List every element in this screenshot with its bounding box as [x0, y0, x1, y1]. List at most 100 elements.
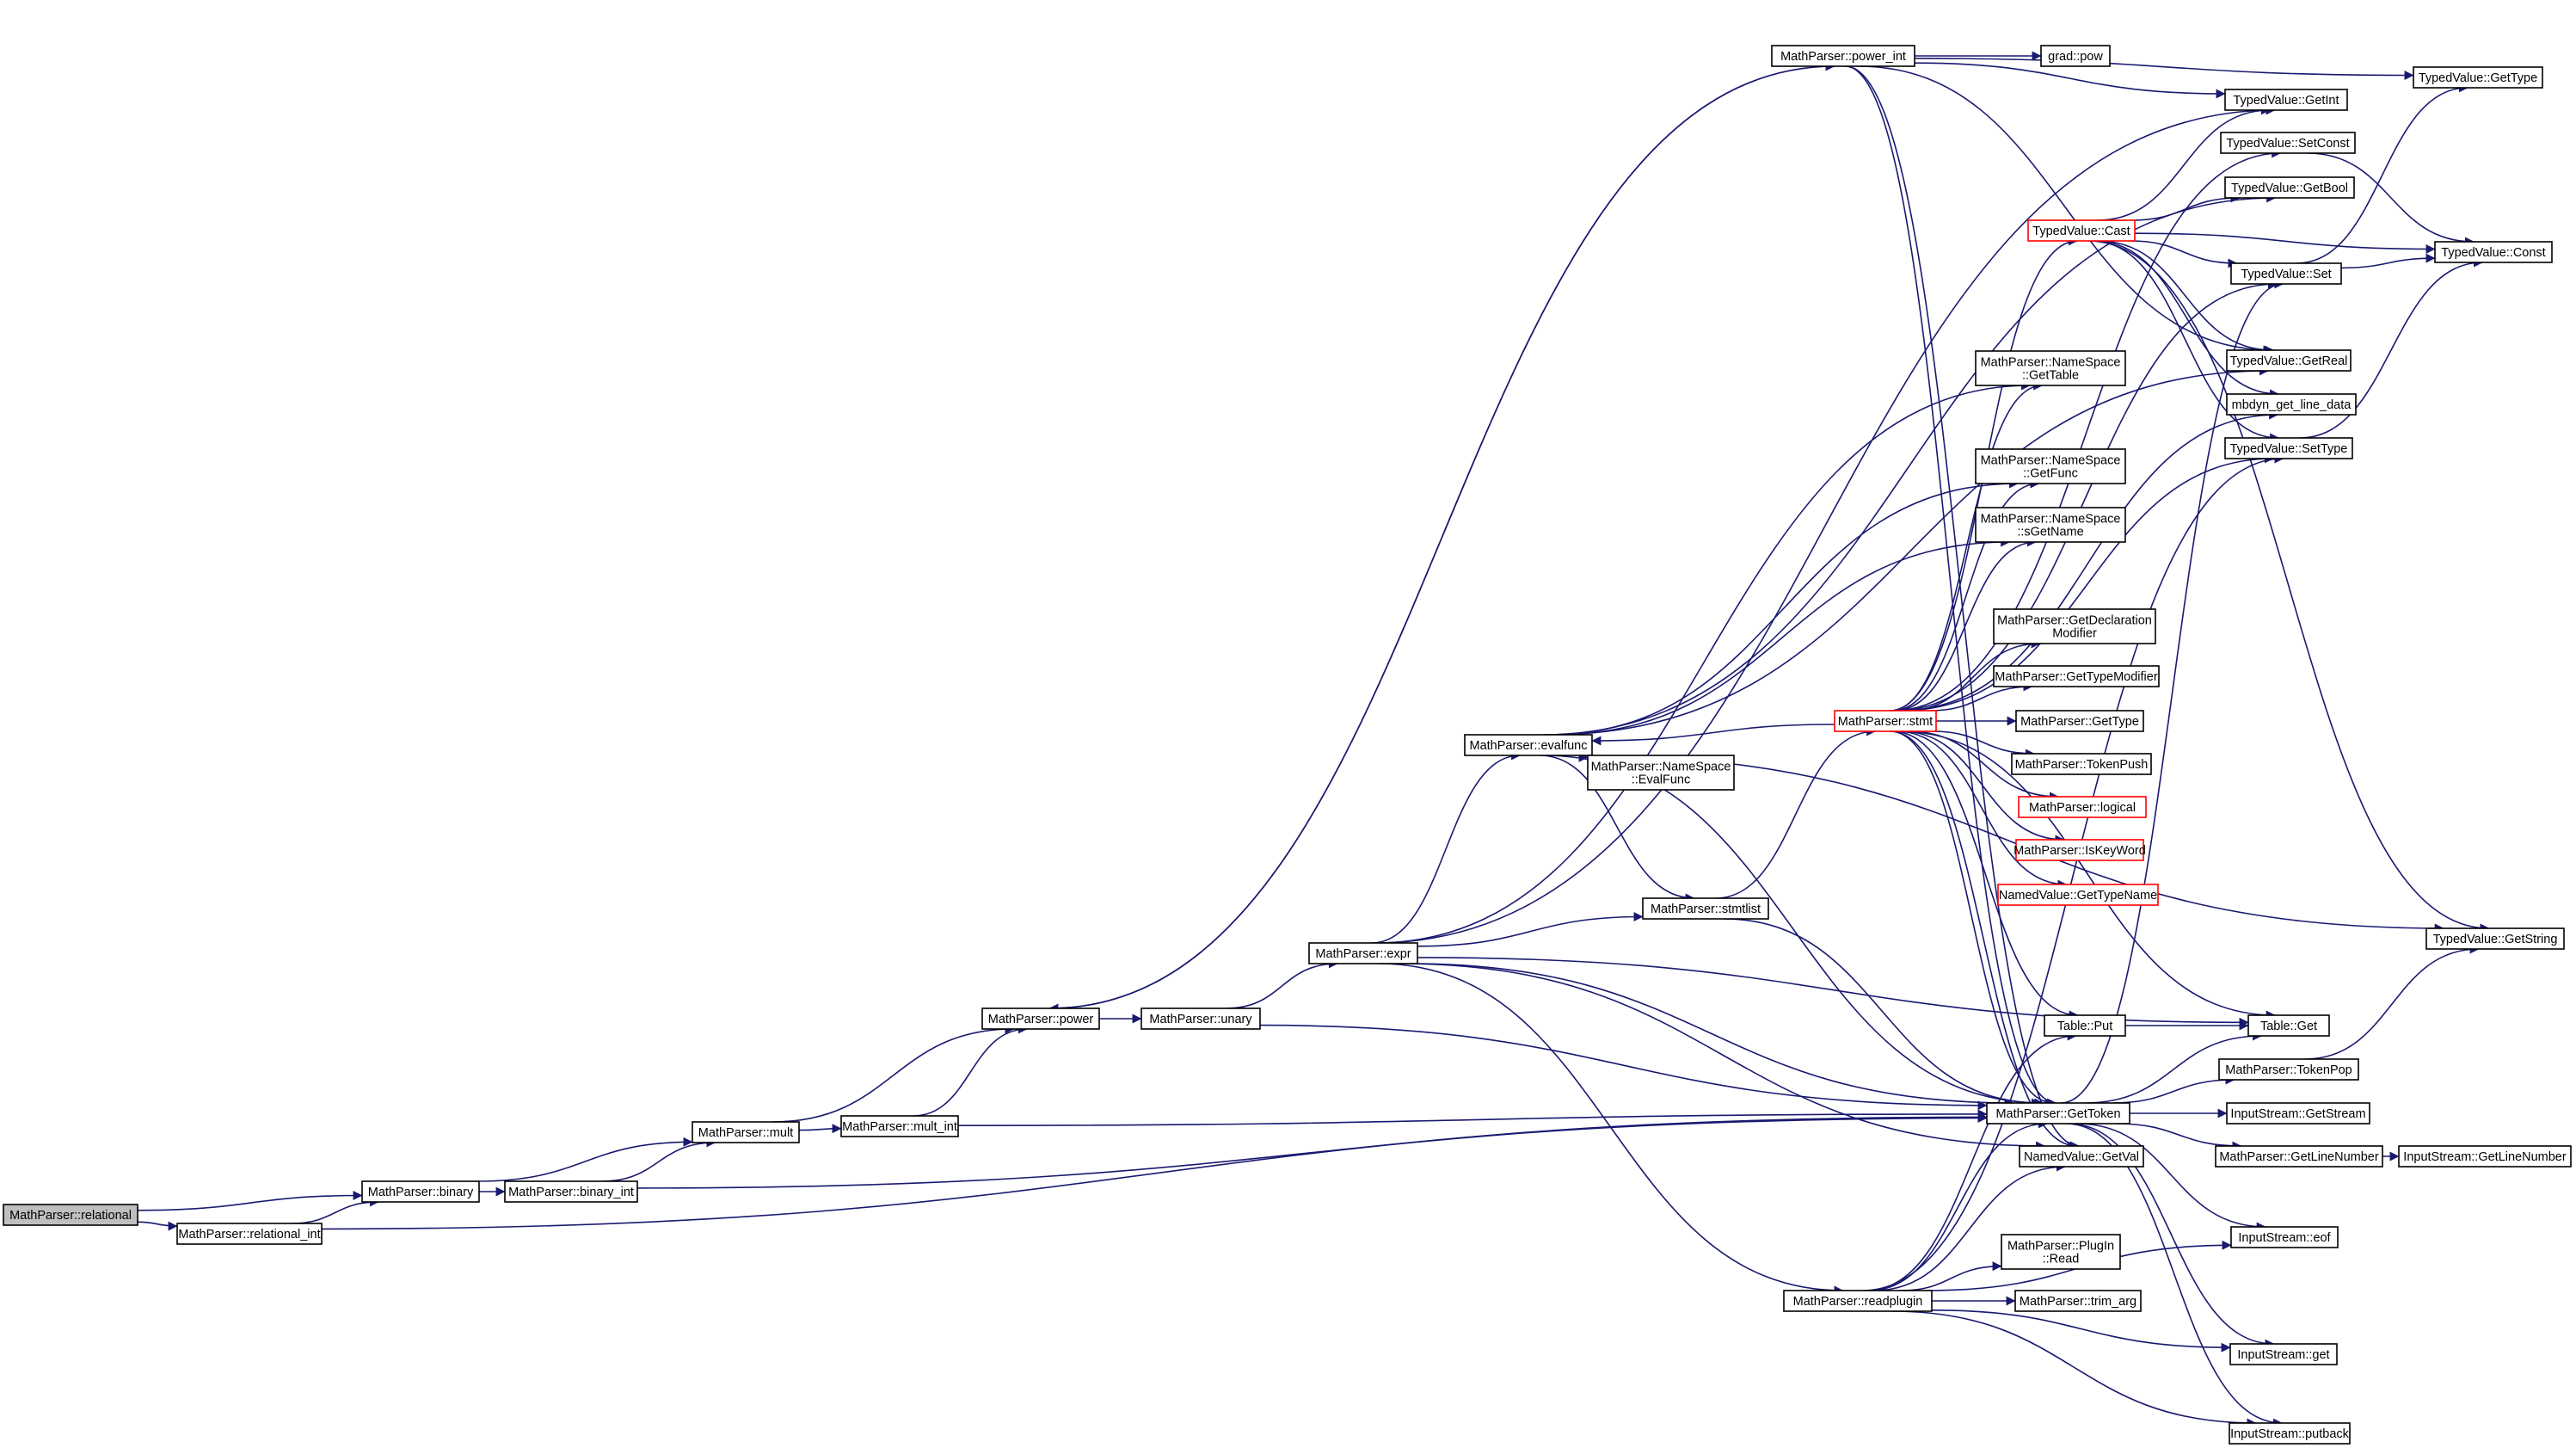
node-box — [2001, 1234, 2121, 1270]
node-tv-setconst[interactable]: TypedValue::SetConst — [2220, 132, 2356, 154]
node-relational-int[interactable]: MathParser::relational_int — [176, 1223, 323, 1245]
node-unary[interactable]: MathParser::unary — [1140, 1007, 1261, 1030]
node-label: MathParser::power — [988, 1013, 1094, 1026]
edge-tv-cast-to-tv-getbool — [2131, 193, 2241, 221]
node-is-getstream[interactable]: InputStream::GetStream — [2226, 1102, 2370, 1125]
node-box — [2040, 45, 2111, 67]
edge-readplugin-to-is-get — [1931, 1309, 2231, 1352]
edge-mult-int-to-power — [913, 1024, 1028, 1117]
node-stmtlist[interactable]: MathParser::stmtlist — [1642, 897, 1769, 920]
node-tv-getint[interactable]: TypedValue::GetInt — [2224, 89, 2348, 111]
node-expr[interactable]: MathParser::expr — [1308, 942, 1418, 964]
node-layer: MathParser::relationalMathParser::relati… — [3, 45, 2572, 1445]
edge-arrow — [1900, 1261, 2002, 1291]
node-box — [840, 1115, 959, 1137]
node-box — [1464, 734, 1593, 756]
node-label: MathParser::evalfunc — [1469, 739, 1587, 753]
node-box — [2413, 66, 2543, 89]
node-power-int[interactable]: MathParser::power_int — [1771, 45, 1915, 67]
node-logical[interactable]: MathParser::logical — [2018, 796, 2147, 818]
node-label: MathParser::TokenPop — [2225, 1063, 2352, 1077]
node-tokenpop[interactable]: MathParser::TokenPop — [2218, 1058, 2359, 1081]
node-binary-int[interactable]: MathParser::binary_int — [504, 1180, 638, 1203]
node-nv-getval[interactable]: NamedValue::GetVal — [2019, 1145, 2144, 1168]
node-ns-sgetname[interactable]: MathParser::NameSpace::sGetName — [1975, 507, 2126, 543]
node-is-get[interactable]: InputStream::get — [2229, 1343, 2338, 1365]
node-mult[interactable]: MathParser::mult — [692, 1121, 800, 1143]
node-gettoken[interactable]: MathParser::GetToken — [1986, 1102, 2130, 1125]
node-label: MathParser::GetLineNumber — [2219, 1150, 2379, 1164]
node-ns-evalfunc[interactable]: MathParser::NameSpace::EvalFunc — [1587, 755, 1735, 791]
node-label: MathParser::PlugIn — [2007, 1240, 2114, 1254]
node-tv-settype[interactable]: TypedValue::SetType — [2224, 437, 2353, 459]
node-getlinenumber[interactable]: MathParser::GetLineNumber — [2215, 1145, 2383, 1168]
node-tv-getreal[interactable]: TypedValue::GetReal — [2226, 349, 2352, 372]
node-trim-arg[interactable]: MathParser::trim_arg — [2014, 1290, 2142, 1312]
edge-arrow — [2116, 1123, 2242, 1151]
node-tv-set[interactable]: TypedValue::Set — [2230, 262, 2342, 285]
node-box — [2015, 839, 2144, 861]
node-box — [2215, 1145, 2383, 1168]
node-tv-const[interactable]: TypedValue::Const — [2434, 241, 2553, 263]
node-plugin-read[interactable]: MathParser::PlugIn::Read — [2001, 1234, 2121, 1270]
node-stmt[interactable]: MathParser::stmt — [1834, 710, 1937, 732]
node-tv-cast[interactable]: TypedValue::Cast — [2027, 219, 2136, 242]
node-grad-pow[interactable]: grad::pow — [2040, 45, 2111, 67]
node-label: mbdyn_get_line_data — [2232, 398, 2352, 412]
edge-arrow — [1226, 958, 1338, 1009]
edge-arrow — [2097, 105, 2271, 221]
edge-arrow — [137, 1221, 178, 1231]
edge-arrow — [1890, 730, 2055, 1108]
node-evalfunc[interactable]: MathParser::evalfunc — [1464, 734, 1593, 756]
node-box — [1642, 897, 1769, 920]
node-box — [1975, 350, 2126, 386]
node-mbdyn-gld[interactable]: mbdyn_get_line_data — [2226, 393, 2357, 416]
edge-relational-int-to-gettoken — [321, 1113, 1988, 1230]
node-mult-int[interactable]: MathParser::mult_int — [840, 1115, 959, 1137]
edge-arrow — [1931, 1309, 2231, 1352]
node-nv-gettypename[interactable]: NamedValue::GetTypeName — [1997, 884, 2159, 906]
node-tokenpush[interactable]: MathParser::TokenPush — [2011, 753, 2152, 775]
edge-tv-setconst-to-tv-const — [2307, 152, 2475, 247]
edge-gettoken-to-getlinenumber — [2116, 1123, 2242, 1151]
node-tv-getstring[interactable]: TypedValue::GetString — [2425, 927, 2565, 950]
edge-arrow — [1866, 1031, 2077, 1291]
node-ns-getfunc[interactable]: MathParser::NameSpace::GetFunc — [1975, 448, 2126, 484]
edge-evalfunc-to-tv-getreal — [1548, 366, 2269, 736]
edge-relational-to-binary — [137, 1191, 363, 1211]
node-binary[interactable]: MathParser::binary — [361, 1180, 480, 1203]
node-mp-gettype[interactable]: MathParser::GetType — [2015, 710, 2144, 732]
node-gettypemod[interactable]: MathParser::GetTypeModifier — [1993, 665, 2160, 687]
node-label: NamedValue::GetTypeName — [1999, 889, 2157, 903]
edge-expr-to-gettoken — [1408, 963, 2014, 1108]
node-is-putback[interactable]: InputStream::putback — [2229, 1422, 2351, 1445]
node-power[interactable]: MathParser::power — [981, 1007, 1100, 1030]
node-readplugin[interactable]: MathParser::readplugin — [1783, 1290, 1933, 1312]
edge-arrow — [1914, 58, 2414, 80]
node-label: TypedValue::SetConst — [2226, 137, 2349, 151]
node-iskeyword[interactable]: MathParser::IsKeyWord — [2013, 839, 2146, 861]
node-box — [2027, 219, 2136, 242]
node-label: MathParser::NameSpace — [1981, 513, 2121, 527]
edge-tv-cast-to-tv-set — [2130, 240, 2238, 268]
edge-arrow — [2340, 253, 2436, 269]
edge-stmtlist-to-gettoken — [1723, 918, 2041, 1108]
edge-readplugin-to-gettoken — [1868, 1118, 2048, 1291]
edge-stmt-to-ns-sgetname — [1894, 537, 2037, 712]
node-box — [2224, 176, 2355, 199]
node-ns-gettable[interactable]: MathParser::NameSpace::GetTable — [1975, 350, 2126, 386]
node-is-getlinenumber[interactable]: InputStream::GetLineNumber — [2398, 1145, 2572, 1168]
node-label: InputStream::get — [2237, 1348, 2329, 1362]
edge-expr-to-readplugin — [1378, 963, 1844, 1296]
node-is-eof[interactable]: InputStream::eof — [2230, 1226, 2339, 1248]
node-tv-gettype[interactable]: TypedValue::GetType — [2413, 66, 2543, 89]
edge-power-int-to-tv-getreal — [1858, 65, 2274, 355]
node-relational[interactable]: MathParser::relational — [3, 1204, 138, 1226]
node-label: TypedValue::Const — [2441, 246, 2545, 260]
node-table-get[interactable]: Table::Get — [2247, 1014, 2330, 1037]
edge-arrow — [1539, 755, 1695, 903]
node-tv-getbool[interactable]: TypedValue::GetBool — [2224, 176, 2355, 199]
node-label: MathParser::logical — [2029, 801, 2136, 815]
node-table-put[interactable]: Table::Put — [2044, 1014, 2126, 1037]
